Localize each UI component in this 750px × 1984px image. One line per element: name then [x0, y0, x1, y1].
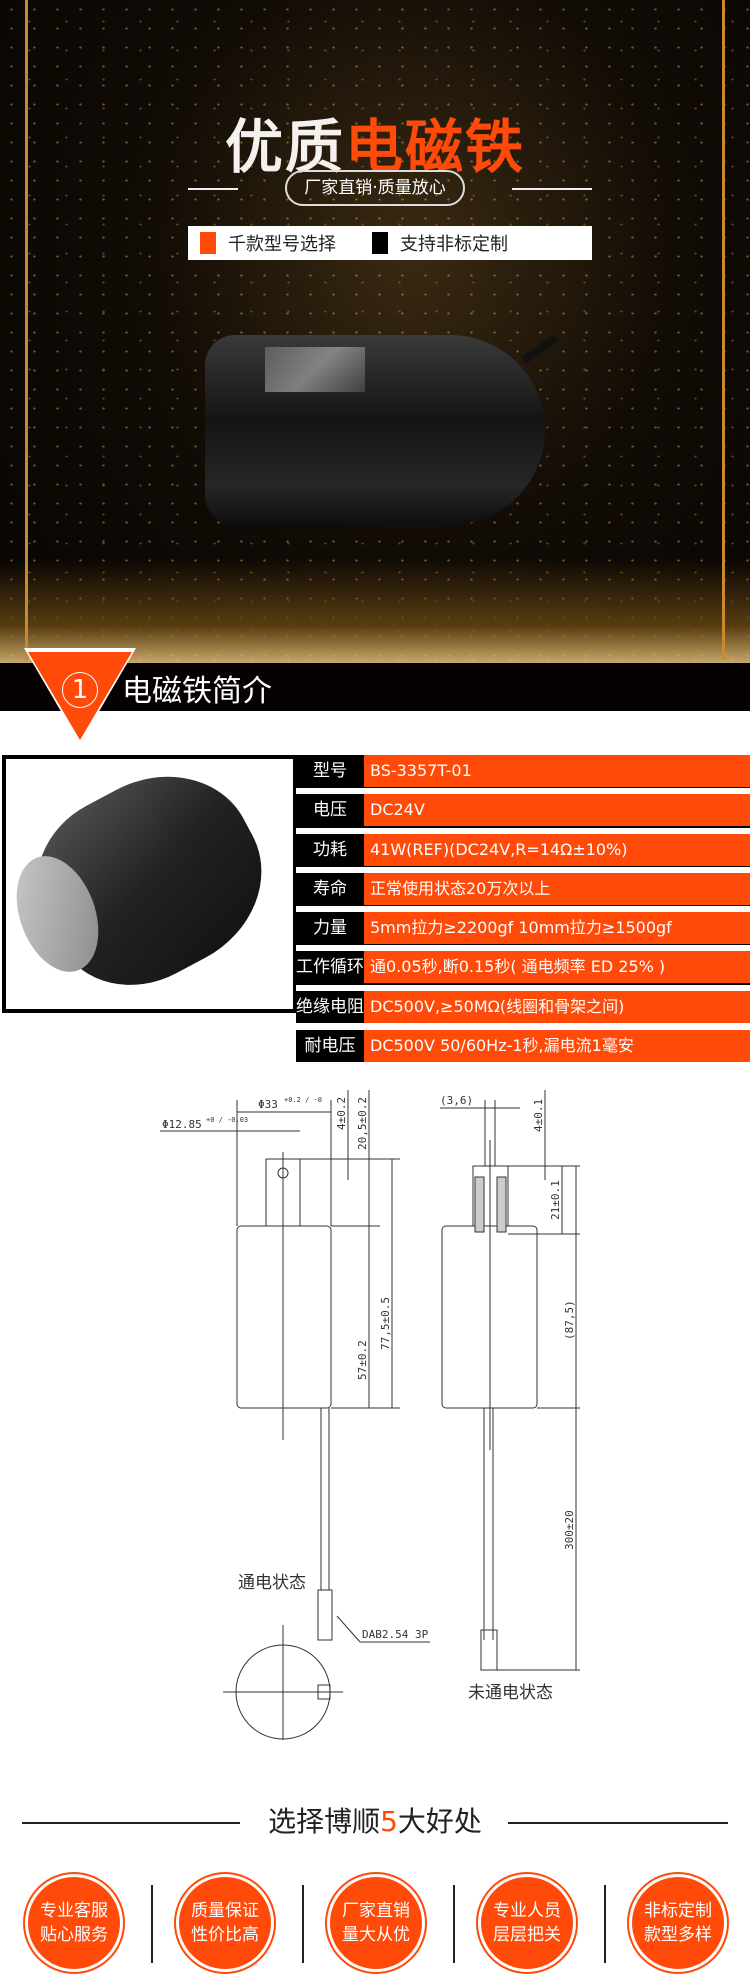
benefit-badge: 专业客服贴心服务: [28, 1877, 120, 1969]
benefit-line2: 层层把关: [493, 1925, 561, 1945]
dim-87-5: (87,5): [563, 1300, 576, 1340]
separator: [151, 1885, 153, 1963]
benefit-line1: 专业客服: [40, 1901, 108, 1921]
frame-line-left: [25, 0, 28, 660]
benefit-line1: 厂家直销: [342, 1901, 410, 1921]
spec-key: 力量: [296, 912, 364, 945]
benefit-badge: 厂家直销量大从优: [330, 1877, 422, 1969]
spec-value: 41W(REF)(DC24V,R=14Ω±10%): [364, 833, 750, 866]
spec-key: 电压: [296, 794, 364, 827]
section-title: 电磁铁简介: [122, 674, 272, 709]
spec-value: 正常使用状态20万次以上: [364, 872, 750, 905]
spec-value: 5mm拉力≥2200gf 10mm拉力≥1500gf: [364, 912, 750, 945]
title-number: 5: [380, 1805, 398, 1838]
benefit-line2: 性价比高: [191, 1925, 259, 1945]
dim-4-right: 4±0.1: [532, 1099, 545, 1132]
feature-label: 千款型号选择: [228, 234, 336, 255]
state-off-label: 未通电状态: [468, 1683, 553, 1703]
divider-left: [188, 188, 238, 190]
connector-label: DAB2.54 3P: [362, 1628, 429, 1641]
dim-3-6: (3,6): [440, 1094, 473, 1107]
spec-value: DC24V: [364, 794, 750, 827]
spec-key: 功耗: [296, 833, 364, 866]
dim-21: 21±0.1: [549, 1180, 562, 1220]
spec-key: 寿命: [296, 872, 364, 905]
title-white: 优质: [224, 113, 345, 181]
tagline-pill: 厂家直销·质量放心: [285, 170, 465, 206]
spec-row: 工作循环通0.05秒,断0.15秒( 通电频率 ED 25% ): [296, 945, 750, 984]
benefit-badge: 非标定制款型多样: [632, 1877, 724, 1969]
title-line-right: [508, 1822, 728, 1824]
benefit-line2: 款型多样: [644, 1925, 712, 1945]
dim-diameter-33-tolerance: +0.2 / -0: [284, 1096, 322, 1104]
spec-key: 型号: [296, 755, 364, 787]
benefit-line2: 贴心服务: [40, 1925, 108, 1945]
benefit-line2: 量大从优: [342, 1925, 410, 1945]
dim-diameter-12-85: Φ12.85: [162, 1118, 202, 1131]
section-number: 1: [62, 672, 98, 708]
dim-diameter-12-85-tolerance: +0 / -0.03: [206, 1116, 248, 1124]
hero-title: 优质电磁铁: [0, 100, 750, 184]
frame-line-right: [722, 0, 725, 660]
spec-value: 通0.05秒,断0.15秒( 通电频率 ED 25% ): [364, 951, 750, 984]
spec-key: 工作循环: [296, 951, 364, 984]
benefits-title: 选择博顺5大好处: [0, 1800, 750, 1840]
feature-bar: 千款型号选择 支持非标定制: [188, 226, 592, 260]
spec-value: DC500V,≥50MΩ(线圈和骨架之间): [364, 990, 750, 1023]
spec-key: 耐电压: [296, 1030, 364, 1063]
product-image: [205, 335, 545, 525]
separator: [453, 1885, 455, 1963]
title-post: 大好处: [397, 1805, 482, 1838]
product-label: [265, 347, 365, 392]
benefit-line1: 非标定制: [644, 1901, 712, 1921]
spec-value: BS-3357T-01: [364, 755, 750, 787]
state-on-label: 通电状态: [238, 1573, 306, 1593]
dim-57: 57±0.2: [356, 1340, 369, 1380]
black-square-icon: [372, 232, 388, 254]
benefit-badge: 专业人员层层把关: [481, 1877, 573, 1969]
separator: [604, 1885, 606, 1963]
dimension-drawing: Φ33 +0.2 / -0 Φ12.85 +0 / -0.03 4±0.2 20…: [160, 1090, 580, 1740]
spec-row: 寿命正常使用状态20万次以上: [296, 866, 750, 905]
dim-20-5: 20,5±0.2: [356, 1097, 369, 1150]
dim-4: 4±0.2: [335, 1097, 348, 1130]
separator: [302, 1885, 304, 1963]
spec-value: DC500V 50/60Hz-1秒,漏电流1毫安: [364, 1030, 750, 1063]
dim-300: 300±20: [563, 1510, 576, 1550]
orange-square-icon: [200, 232, 216, 254]
spec-key: 绝缘电阻: [296, 990, 364, 1023]
title-line-left: [22, 1822, 240, 1824]
benefit-badge: 质量保证性价比高: [179, 1877, 271, 1969]
benefit-line1: 专业人员: [493, 1901, 561, 1921]
feature-label: 支持非标定制: [400, 234, 508, 255]
left-body: [236, 1225, 332, 1409]
title-pre: 选择博顺: [268, 1805, 381, 1838]
hero-banner: 优质电磁铁 厂家直销·质量放心 千款型号选择 支持非标定制: [0, 0, 750, 710]
dim-77-5: 77,5±0.5: [379, 1297, 392, 1350]
product-photo: [6, 759, 293, 1009]
dim-diameter-33: Φ33: [258, 1098, 278, 1111]
benefit-line1: 质量保证: [191, 1901, 259, 1921]
title-orange: 电磁铁: [345, 113, 526, 181]
divider-right: [512, 188, 592, 190]
